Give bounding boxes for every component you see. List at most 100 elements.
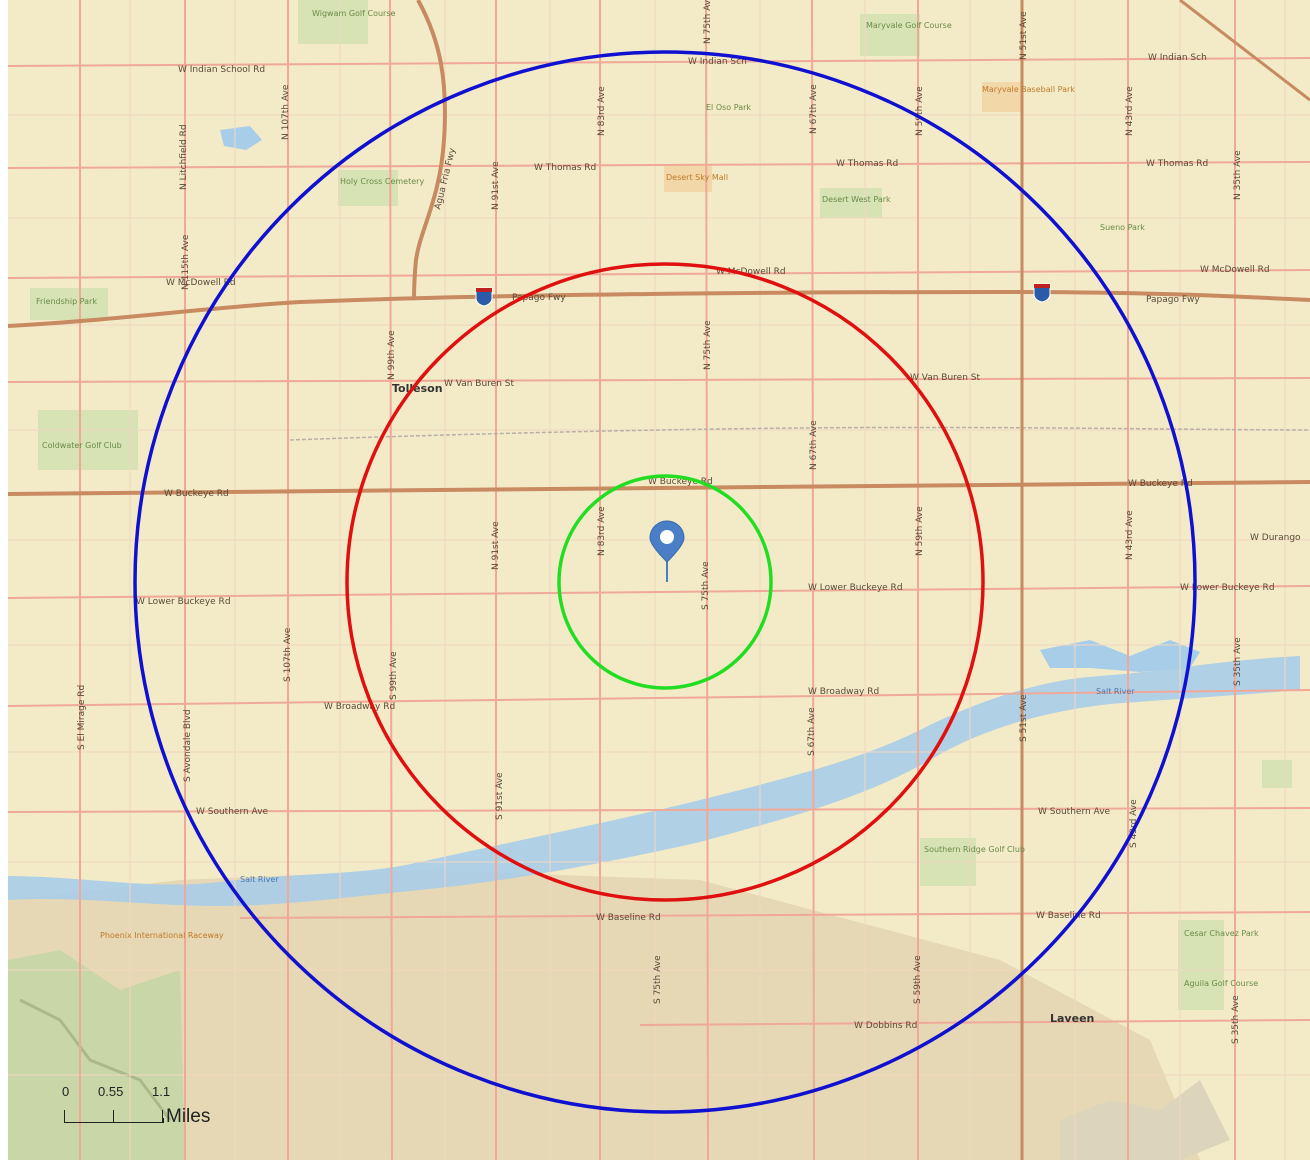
road-label: N 75th Ave [703,320,713,370]
salt-river-pond [1040,640,1200,672]
middle-radius-ring[interactable] [345,262,985,902]
road-label: N 67th Ave [809,420,819,470]
park-cesar-chavez [1178,920,1224,1010]
road-label: W Indian Sch [688,57,747,67]
estrella-mountains [8,950,185,1160]
poi-label: Holy Cross Cemetery [340,177,424,186]
road-label: S 99th Ave [389,651,399,700]
road-label: S 43rd Ave [1129,799,1139,848]
road-label: W McDowell Rd [166,278,236,288]
road-label: N 59th Ave [915,506,925,556]
poi-label: Friendship Park [36,297,97,306]
road-label: W McDowell Rd [1200,265,1270,275]
poi-label: Phoenix International Raceway [100,931,224,940]
road-label: N 91st Ave [491,161,501,210]
road-label: W Broadway Rd [324,702,395,712]
road-label: W Lower Buckeye Rd [808,583,903,593]
road-label: W Baseline Rd [1036,911,1101,921]
road-label: N 83rd Ave [597,86,607,136]
road-label: W Van Buren St [910,373,980,383]
salt-river [8,656,1300,906]
road-label: W Thomas Rd [534,163,596,173]
road-label: W Broadway Rd [808,687,879,697]
poi-label: Wigwam Golf Course [312,9,396,18]
road-label: N 91st Ave [491,521,501,570]
road-label: S 59th Ave [913,955,923,1004]
park-maryvale-baseball [982,82,1022,112]
major-roads [7,0,1310,1160]
south-mountain-foot [1060,1080,1230,1160]
scale-tick-label: 1.1 [152,1084,171,1099]
park-maryvale-golf [860,14,920,56]
frame-left [0,0,8,1160]
road-label: S Avondale Blvd [183,709,193,782]
interstate-shield-icon [475,287,493,307]
scale-unit-label: Miles [166,1106,211,1127]
place-label-tolleson: Tolleson [392,382,443,395]
road-label: W Southern Ave [196,807,269,817]
poi-label: Southern Ridge Golf Club [924,845,1025,854]
road-label: S 91st Ave [495,772,505,820]
road-label: S 35th Ave [1231,995,1241,1044]
road-label: W Van Buren St [444,379,514,389]
scale-bar-line [64,1118,164,1123]
road-label: N Litchfield Rd [179,124,189,190]
road-label: N 115th Ave [181,234,191,290]
park-wigwam [298,0,368,44]
road-label: N 83rd Ave [597,506,607,556]
road-label: N 67th Ave [809,84,819,134]
poi-label: El Oso Park [706,103,751,112]
poi-label: Cesar Chavez Park [1184,929,1259,938]
poi-labels: Wigwam Golf Course Maryvale Golf Course … [36,9,1259,988]
road-label: W Lower Buckeye Rd [1180,583,1275,593]
park-friendship [30,288,108,320]
road-label: W Thomas Rd [836,159,898,169]
road-label: W McDowell Rd [716,267,786,277]
road-label: S El Mirage Rd [77,685,87,750]
poi-label: Maryvale Baseball Park [982,85,1075,94]
road-label: S 107th Ave [283,627,293,682]
road-label: W Baseline Rd [596,913,661,923]
pond-north [220,126,262,150]
road-label: N 43rd Ave [1125,86,1135,136]
minor-street-grid [8,0,1310,1160]
road-label: N 107th Ave [281,84,291,140]
road-label: S 75th Ave [701,561,711,610]
scale-tick [64,1110,65,1122]
scale-tick [113,1110,114,1122]
road-label: W Buckeye Rd [164,489,229,499]
road-label: W Indian School Rd [178,65,265,75]
place-label-laveen: Laveen [1050,1012,1094,1025]
road-label: N 75th Ave [703,0,713,44]
poi-label: Sueno Park [1100,223,1145,232]
poi-label: Desert West Park [822,195,891,204]
inner-radius-ring[interactable] [557,474,773,690]
water-label: Salt River [1096,687,1135,696]
road-label: W Thomas Rd [1146,159,1208,169]
road-label: N 99th Ave [387,330,397,380]
road-label: S 75th Ave [653,955,663,1004]
scale-tick [162,1110,163,1122]
road-label: S 51st Ave [1019,694,1029,742]
road-labels-horizontal: W Indian School Rd W Indian Sch W Indian… [136,53,1301,1031]
road-label: W Indian Sch [1148,53,1207,63]
road-label: S 67th Ave [807,707,817,756]
railroad [289,426,1310,441]
interstate-shield-icon [1033,283,1051,303]
park-east [1262,760,1292,788]
park-holy-cross [338,170,398,206]
poi-label: Aguila Golf Course [1184,979,1258,988]
poi-label: Maryvale Golf Course [866,21,952,30]
poi-label: Coldwater Golf Club [42,441,122,450]
park-coldwater [38,410,138,470]
road-label: Papago Fwy [512,293,566,303]
road-label: W Lower Buckeye Rd [136,597,231,607]
location-pin-icon[interactable] [649,520,685,582]
road-label: W Durango [1250,533,1301,543]
road-label: W Buckeye Rd [648,477,713,487]
poi-desert-sky-mall [664,166,712,192]
outer-radius-ring[interactable] [133,50,1197,1114]
poi-label: Desert Sky Mall [666,173,728,182]
road-label: N 43rd Ave [1125,510,1135,560]
